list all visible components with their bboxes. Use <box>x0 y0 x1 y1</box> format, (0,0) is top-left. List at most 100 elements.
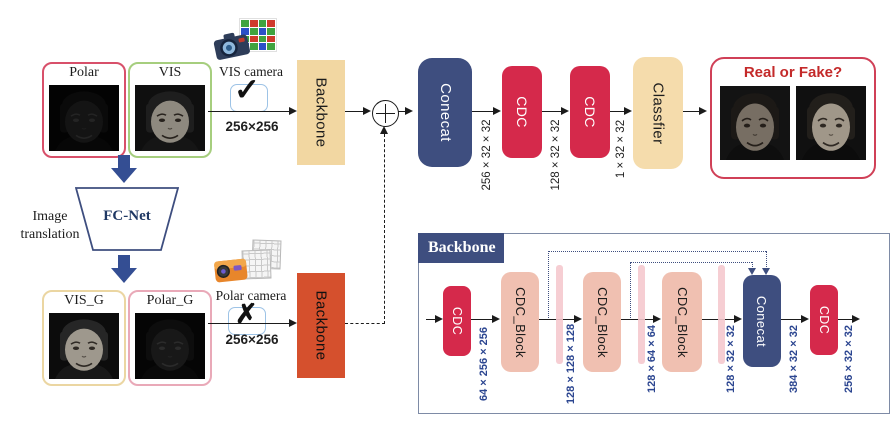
panel-arrowhead <box>852 315 860 323</box>
flow-arrowhead <box>289 107 297 115</box>
skip-connection-2 <box>630 262 752 263</box>
polar-label: Polar <box>69 65 99 80</box>
flow-arrow <box>398 111 406 112</box>
backbone-top-label: Backbone <box>312 77 330 148</box>
cdc1-box: CDC <box>502 66 542 158</box>
caption-line1: Image <box>32 209 68 224</box>
result-face-left <box>720 86 790 160</box>
dashed-arrowhead <box>380 126 388 134</box>
skip-connection-2 <box>752 262 753 269</box>
cdc1-label: CDC <box>514 96 530 128</box>
panel-dim4: 384 × 32 × 32 <box>788 325 800 393</box>
add-icon <box>372 100 399 127</box>
polarg-image <box>135 313 205 379</box>
flow-arrow <box>542 111 562 112</box>
flow-arrowhead <box>493 107 501 115</box>
cdc2-box: CDC <box>570 66 610 158</box>
polar-camera-label: Polar camera <box>215 288 287 303</box>
panel-block3-box: CDC_Block <box>662 272 702 372</box>
input-size-label: 256×256 <box>225 119 279 134</box>
panel-arrow <box>426 319 436 320</box>
panel-arrow <box>838 319 853 320</box>
dashed-connector <box>384 129 385 324</box>
skip-connection-1 <box>548 251 549 318</box>
cdc2-dim-label: 1 × 32 × 32 <box>615 119 627 179</box>
flow-arrow <box>683 111 700 112</box>
skip-connection-2 <box>630 262 631 318</box>
panel-block2-label: CDC_Block <box>594 286 610 358</box>
polarg-label: Polar_G <box>146 293 194 308</box>
flow-arrowhead <box>699 107 707 115</box>
vis-camera-icon <box>211 26 255 68</box>
flow-arrow <box>345 111 364 112</box>
polar-camera-icon <box>212 254 251 290</box>
dashed-connector <box>345 323 385 324</box>
concat-dim-label: 256 × 32 × 32 <box>481 119 493 191</box>
panel-block1-box: CDC_Block <box>501 272 539 372</box>
cdc1-dim-label: 128 × 32 × 32 <box>550 119 562 191</box>
result-face-right <box>796 86 866 160</box>
panel-arrow <box>621 319 654 320</box>
visg-box: VIS_G <box>42 290 126 386</box>
vis-image <box>135 85 205 151</box>
down-arrow-icon <box>111 155 137 183</box>
image-translation-caption: Image translation <box>6 208 94 244</box>
input-size-label-2: 256×256 <box>225 332 279 347</box>
flow-arrowhead <box>363 107 371 115</box>
panel-arrowhead <box>574 315 582 323</box>
cross-box <box>228 307 266 335</box>
skip-arrowhead-1 <box>762 268 770 275</box>
panel-dim-out: 256 × 32 × 32 <box>843 325 855 393</box>
cdc2-label: CDC <box>582 96 598 128</box>
panel-dim2: 128 × 64 × 64 <box>646 325 658 393</box>
visg-image <box>49 313 119 379</box>
panel-dim-in: 64 × 256 × 256 <box>478 326 490 402</box>
flow-arrow <box>610 111 625 112</box>
vis-camera-label: VIS camera <box>218 64 284 79</box>
flow-arrow <box>208 111 290 112</box>
feature-bar <box>556 265 563 364</box>
check-icon: ✓ <box>234 72 260 107</box>
panel-block2-box: CDC_Block <box>583 272 621 372</box>
concat-top-label: Conecat <box>436 83 454 142</box>
panel-concat-box: Conecat <box>743 275 781 367</box>
caption-line2: translation <box>20 227 80 242</box>
panel-concat-label: Conecat <box>754 295 770 347</box>
panel-cdc-in-label: CDC <box>450 306 465 336</box>
flow-arrow <box>472 111 494 112</box>
vis-label: VIS <box>158 65 182 80</box>
panel-arrow <box>781 319 802 320</box>
feature-bar <box>638 265 645 364</box>
panel-cdc-in-box: CDC <box>443 286 471 356</box>
backbone-top-box: Backbone <box>297 60 345 165</box>
panel-dim1: 128 × 128 × 128 <box>565 323 577 405</box>
panel-dim3: 128 × 32 × 32 <box>725 325 737 393</box>
panel-arrowhead <box>492 315 500 323</box>
flow-arrowhead <box>289 319 297 327</box>
panel-block1-label: CDC_Block <box>512 286 528 358</box>
polar-input-box: Polar <box>42 62 126 158</box>
flow-arrowhead <box>405 107 413 115</box>
feature-bar <box>718 265 725 364</box>
concat-top-box: Conecat <box>418 58 472 167</box>
visg-label: VIS_G <box>64 293 104 308</box>
result-box: Real or Fake? <box>710 57 876 179</box>
panel-block3-label: CDC_Block <box>674 286 690 358</box>
result-title: Real or Fake? <box>743 64 843 81</box>
polar-image <box>49 85 119 151</box>
classifier-label: Classfier <box>649 82 667 144</box>
panel-arrowhead <box>435 315 443 323</box>
panel-arrowhead <box>734 315 742 323</box>
vis-input-box: VIS <box>128 62 212 158</box>
panel-arrow <box>471 319 493 320</box>
fcnet-label: FC-Net <box>103 208 151 224</box>
panel-cdc-out-label: CDC <box>817 305 832 335</box>
panel-arrowhead <box>801 315 809 323</box>
flow-arrowhead <box>624 107 632 115</box>
backbone-bottom-label: Backbone <box>312 290 330 361</box>
backbone-panel-title: Backbone <box>418 233 504 263</box>
skip-connection-1 <box>766 251 767 269</box>
panel-arrowhead <box>653 315 661 323</box>
skip-arrowhead-2 <box>748 268 756 275</box>
